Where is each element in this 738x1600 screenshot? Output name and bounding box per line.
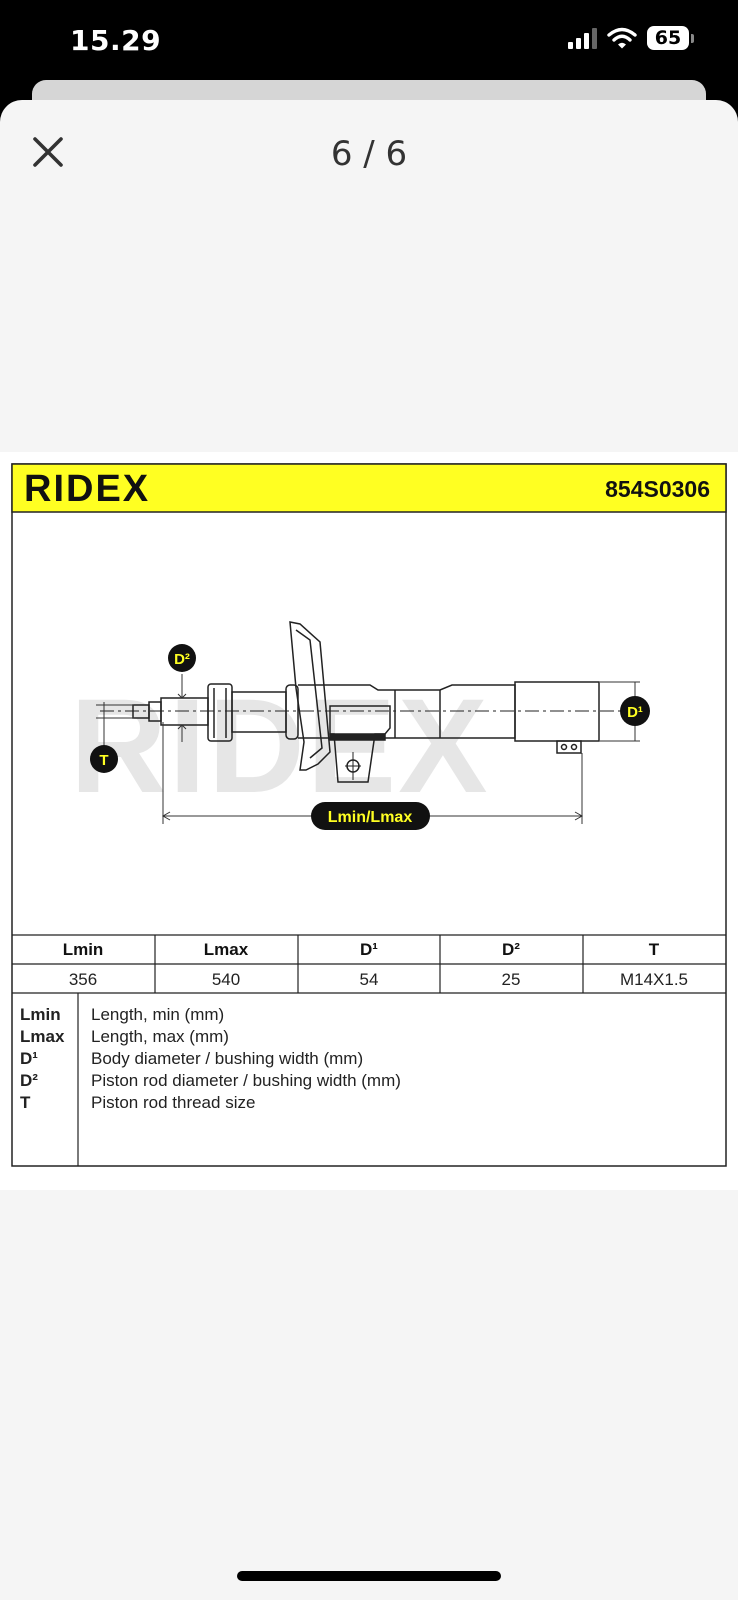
badge-t: T: [90, 745, 118, 773]
home-indicator[interactable]: [237, 1571, 501, 1581]
svg-text:Lmin/Lmax: Lmin/Lmax: [328, 809, 413, 826]
badge-length: Lmin/Lmax: [311, 802, 430, 830]
status-time: 15.29: [70, 24, 162, 57]
svg-text:D¹: D¹: [627, 704, 643, 721]
header-lmin: Lmin: [63, 940, 104, 959]
ridex-logo: RIDEX: [18, 468, 188, 510]
legend-key: D¹: [20, 1049, 38, 1068]
battery-level: 65: [647, 26, 689, 50]
legend-desc: Length, min (mm): [91, 1005, 224, 1024]
svg-text:D²: D²: [174, 651, 190, 668]
spec-table: [12, 934, 726, 1166]
legend-key: D²: [20, 1071, 38, 1090]
part-number: 854S0306: [605, 476, 710, 502]
legend-desc: Piston rod diameter / bushing width (mm): [91, 1071, 401, 1090]
close-icon[interactable]: [28, 132, 68, 172]
legend-key: T: [20, 1093, 31, 1112]
battery-icon: 65: [647, 26, 694, 50]
spec-legend: Lmin Length, min (mm) Lmax Length, max (…: [20, 1005, 401, 1112]
svg-text:T: T: [99, 752, 108, 769]
legend-desc: Piston rod thread size: [91, 1093, 255, 1112]
value-lmax: 540: [212, 970, 240, 989]
cellular-signal-icon: [568, 27, 597, 49]
page-counter: 6 / 6: [330, 134, 408, 174]
spec-table-headers: Lmin Lmax D¹ D² T: [63, 940, 660, 959]
value-d1: 54: [360, 970, 379, 989]
header-t: T: [649, 940, 660, 959]
legend-key: Lmax: [20, 1027, 65, 1046]
watermark-text: RIDEX: [70, 672, 490, 821]
header-d1: D¹: [360, 940, 378, 959]
badge-d1: D¹: [620, 696, 650, 726]
legend-desc: Length, max (mm): [91, 1027, 229, 1046]
value-d2: 25: [502, 970, 521, 989]
status-icons: 65: [568, 26, 694, 50]
legend-desc: Body diameter / bushing width (mm): [91, 1049, 363, 1068]
header-d2: D²: [502, 940, 520, 959]
badge-d2: D²: [168, 644, 196, 672]
legend-key: Lmin: [20, 1005, 61, 1024]
spec-table-values: 356 540 54 25 M14X1.5: [69, 970, 688, 989]
value-lmin: 356: [69, 970, 97, 989]
value-t: M14X1.5: [620, 970, 688, 989]
brand-logo-text: RIDEX: [24, 468, 150, 510]
header-lmax: Lmax: [204, 940, 249, 959]
wifi-icon: [607, 27, 637, 49]
ridex-watermark: RIDEX: [70, 672, 490, 821]
shock-absorber-diagram: [100, 621, 628, 783]
status-bar: 15.29 65: [0, 0, 738, 82]
product-image[interactable]: RIDEX 854S0306 RIDEX: [0, 452, 738, 1190]
